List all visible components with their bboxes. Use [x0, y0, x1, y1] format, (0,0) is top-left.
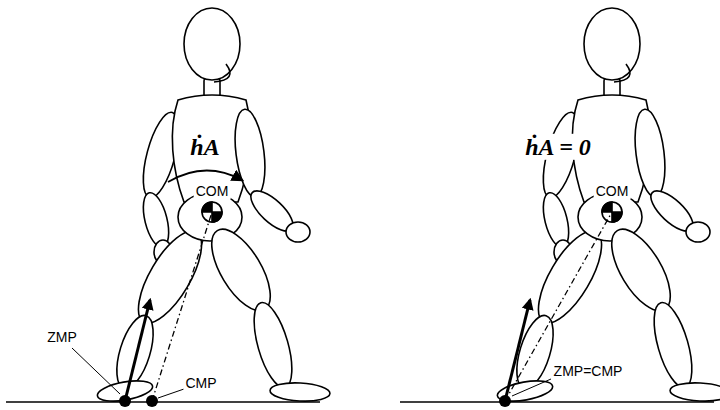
zmp-cmp-label: ZMP=CMP — [552, 364, 625, 379]
momentum-label: ḣA = 0 — [523, 134, 593, 160]
leader-line — [512, 379, 551, 396]
zmp-dot — [119, 395, 131, 407]
rear-forearm — [139, 190, 174, 250]
cmp-label: CMP — [183, 376, 218, 391]
com-label: COM — [594, 184, 631, 199]
leader-line — [72, 348, 120, 394]
ground-line — [400, 401, 714, 403]
zmp-cmp-dot — [499, 395, 511, 407]
com-label: COM — [194, 184, 231, 199]
mannequin — [496, 8, 720, 405]
force-arrow — [125, 300, 150, 401]
leader-line — [158, 389, 184, 398]
front-thigh — [200, 220, 282, 319]
head — [184, 8, 240, 80]
force-arrow — [505, 300, 530, 401]
cmp-dot — [146, 395, 158, 407]
front-hand — [286, 222, 310, 242]
jaw-line — [214, 64, 230, 82]
front-upper-arm — [231, 108, 270, 199]
ground-line — [6, 401, 320, 403]
front-foot — [270, 381, 331, 402]
com-symbol-quadrant — [202, 202, 212, 212]
zmp-label: ZMP — [45, 330, 79, 345]
momentum-arc — [168, 170, 242, 182]
momentum-label: ḣA — [188, 134, 221, 160]
com-symbol-quadrant — [212, 212, 222, 222]
front-shin — [246, 299, 299, 392]
mannequin — [96, 8, 331, 405]
com-line — [152, 212, 212, 401]
